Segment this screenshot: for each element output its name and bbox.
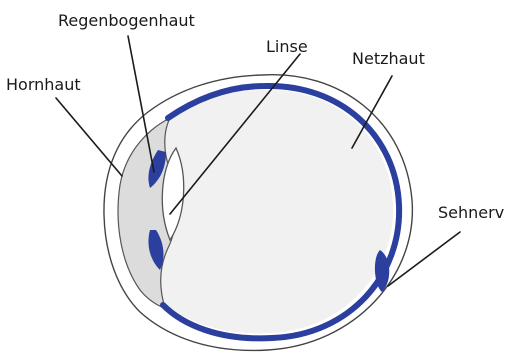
label-cornea: Hornhaut [6, 75, 81, 94]
label-optic-nerve: Sehnerv [438, 203, 504, 222]
leader-cornea [56, 98, 122, 176]
label-retina: Netzhaut [352, 49, 425, 68]
label-iris: Regenbogenhaut [58, 11, 195, 30]
label-lens: Linse [266, 37, 308, 56]
